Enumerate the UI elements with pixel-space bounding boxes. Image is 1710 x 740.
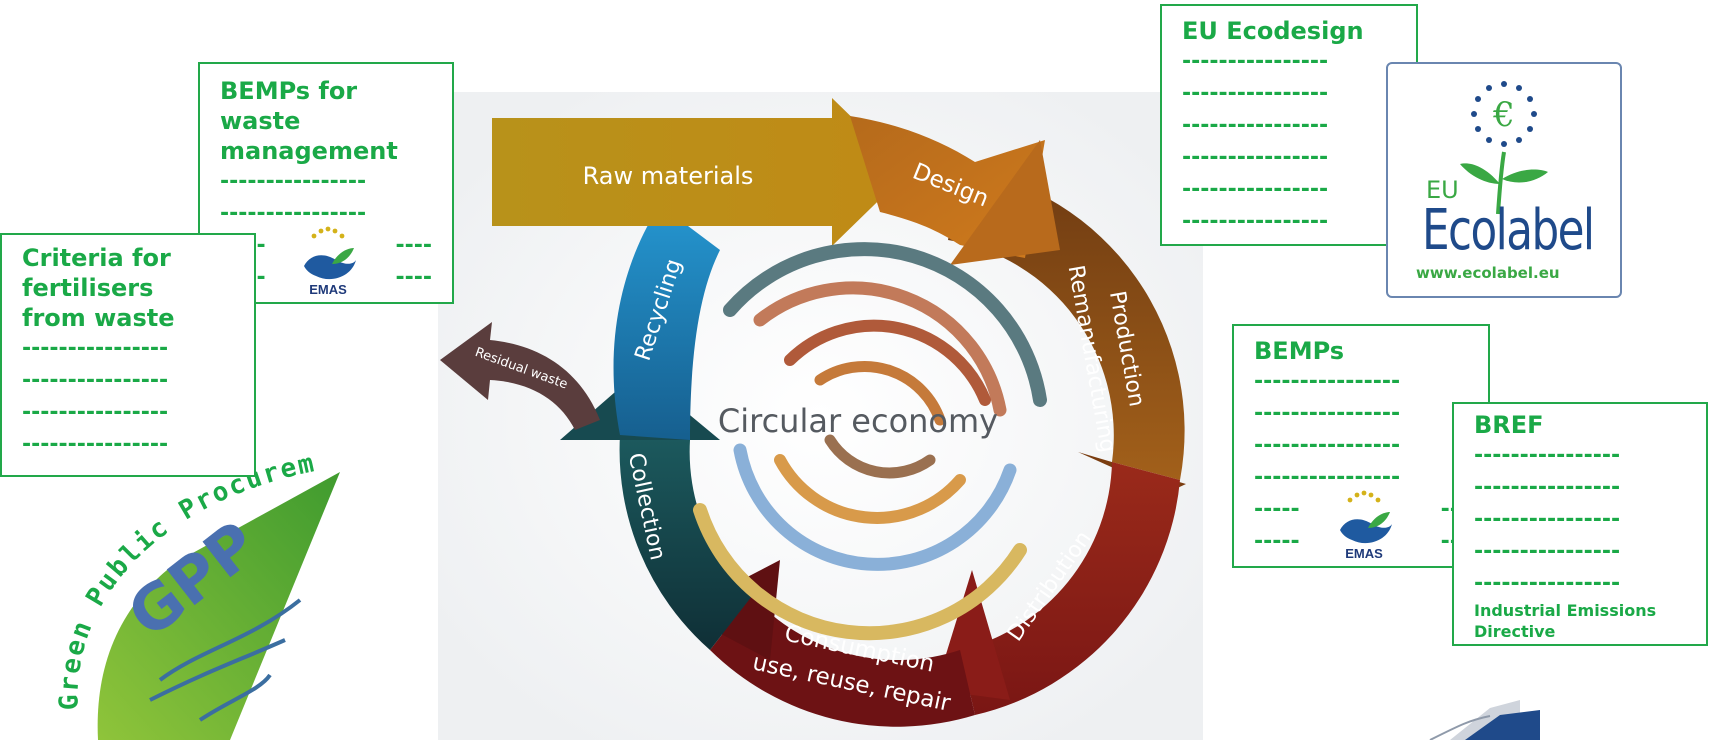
dash-line: ---------------- xyxy=(1474,507,1621,532)
dash-line: ---------------- xyxy=(1474,443,1621,468)
stage-recycling-segment xyxy=(613,205,720,440)
card-bref-footer: Industrial Emissions Directive xyxy=(1474,601,1657,641)
dash-line: ---------------- xyxy=(22,432,169,457)
card-bemps-waste-title: BEMPs for waste management xyxy=(220,77,398,165)
card-ecodesign-title: EU Ecodesign xyxy=(1182,17,1364,45)
dash-line: ---------------- xyxy=(1254,433,1401,458)
svg-text:€: € xyxy=(1492,95,1515,135)
stage-distribution-segment xyxy=(960,462,1180,715)
dash-line: ---------------- xyxy=(1254,369,1401,394)
dash-line: ---------------- xyxy=(1474,539,1621,564)
dash-line: ---------------- xyxy=(1254,465,1401,490)
dash-line: ---------------- xyxy=(1254,401,1401,426)
ec-logo-fragment xyxy=(1429,700,1540,740)
stage-consumption-segment xyxy=(710,596,975,727)
dash-line: ---------------- xyxy=(220,169,367,194)
emas-text: EMAS xyxy=(1345,546,1383,561)
ecolabel-flower-icon: € xyxy=(1460,81,1548,215)
dash-line: ---------------- xyxy=(1182,113,1329,138)
dash-line: ---------------- xyxy=(22,336,169,361)
emas-text: EMAS xyxy=(309,282,347,297)
ecolabel-url-text: www.ecolabel.eu xyxy=(1416,264,1560,282)
design-arrowhead xyxy=(950,140,1060,265)
ecolabel-logo: € EU Ecolabel www.ecolabel.eu xyxy=(1386,62,1622,298)
stage-raw-materials-arrow xyxy=(492,98,908,246)
label-raw-materials: Raw materials xyxy=(583,162,754,190)
inner-swirl xyxy=(693,242,1047,641)
dash-line: ---------------- xyxy=(1474,571,1621,596)
dash-line: ---------------- xyxy=(22,368,169,393)
card-bref: BREF ---------------- ---------------- -… xyxy=(1452,402,1708,646)
dash-line: ----- xyxy=(1254,529,1300,554)
emas-logo: EMAS xyxy=(1340,490,1392,561)
label-circular-economy: Circular economy xyxy=(718,402,998,440)
dash-line: ---- xyxy=(395,265,432,290)
dash-line: ---------------- xyxy=(1182,145,1329,170)
card-criteria: Criteria for fertilisers from waste ----… xyxy=(0,233,256,477)
card-bref-title: BREF xyxy=(1474,411,1544,439)
ecolabel-name-text: Ecolabel xyxy=(1422,198,1595,263)
dash-line: ---------------- xyxy=(1182,81,1329,106)
dash-line: ---------------- xyxy=(1182,49,1329,74)
dash-line: ---------------- xyxy=(22,400,169,425)
dash-line: ---- xyxy=(395,233,432,258)
card-criteria-title: Criteria for fertilisers from waste xyxy=(22,244,175,332)
dash-line: ---------------- xyxy=(1474,475,1621,500)
stage-residual-waste-arrow xyxy=(440,322,600,430)
emas-logo: EMAS xyxy=(304,226,356,297)
ecolabel-eu-text: EU xyxy=(1426,176,1459,204)
card-bemps-title: BEMPs xyxy=(1254,337,1345,365)
gpp-leaf xyxy=(97,472,340,740)
dash-line: ---------------- xyxy=(220,201,367,226)
card-ecodesign: EU Ecodesign ---------------- ----------… xyxy=(1160,4,1418,246)
dash-line: ---------------- xyxy=(1182,177,1329,202)
stage-collection-segment xyxy=(619,435,752,650)
dash-line: ----- xyxy=(1254,497,1300,522)
dash-line: ---------------- xyxy=(1182,209,1329,234)
